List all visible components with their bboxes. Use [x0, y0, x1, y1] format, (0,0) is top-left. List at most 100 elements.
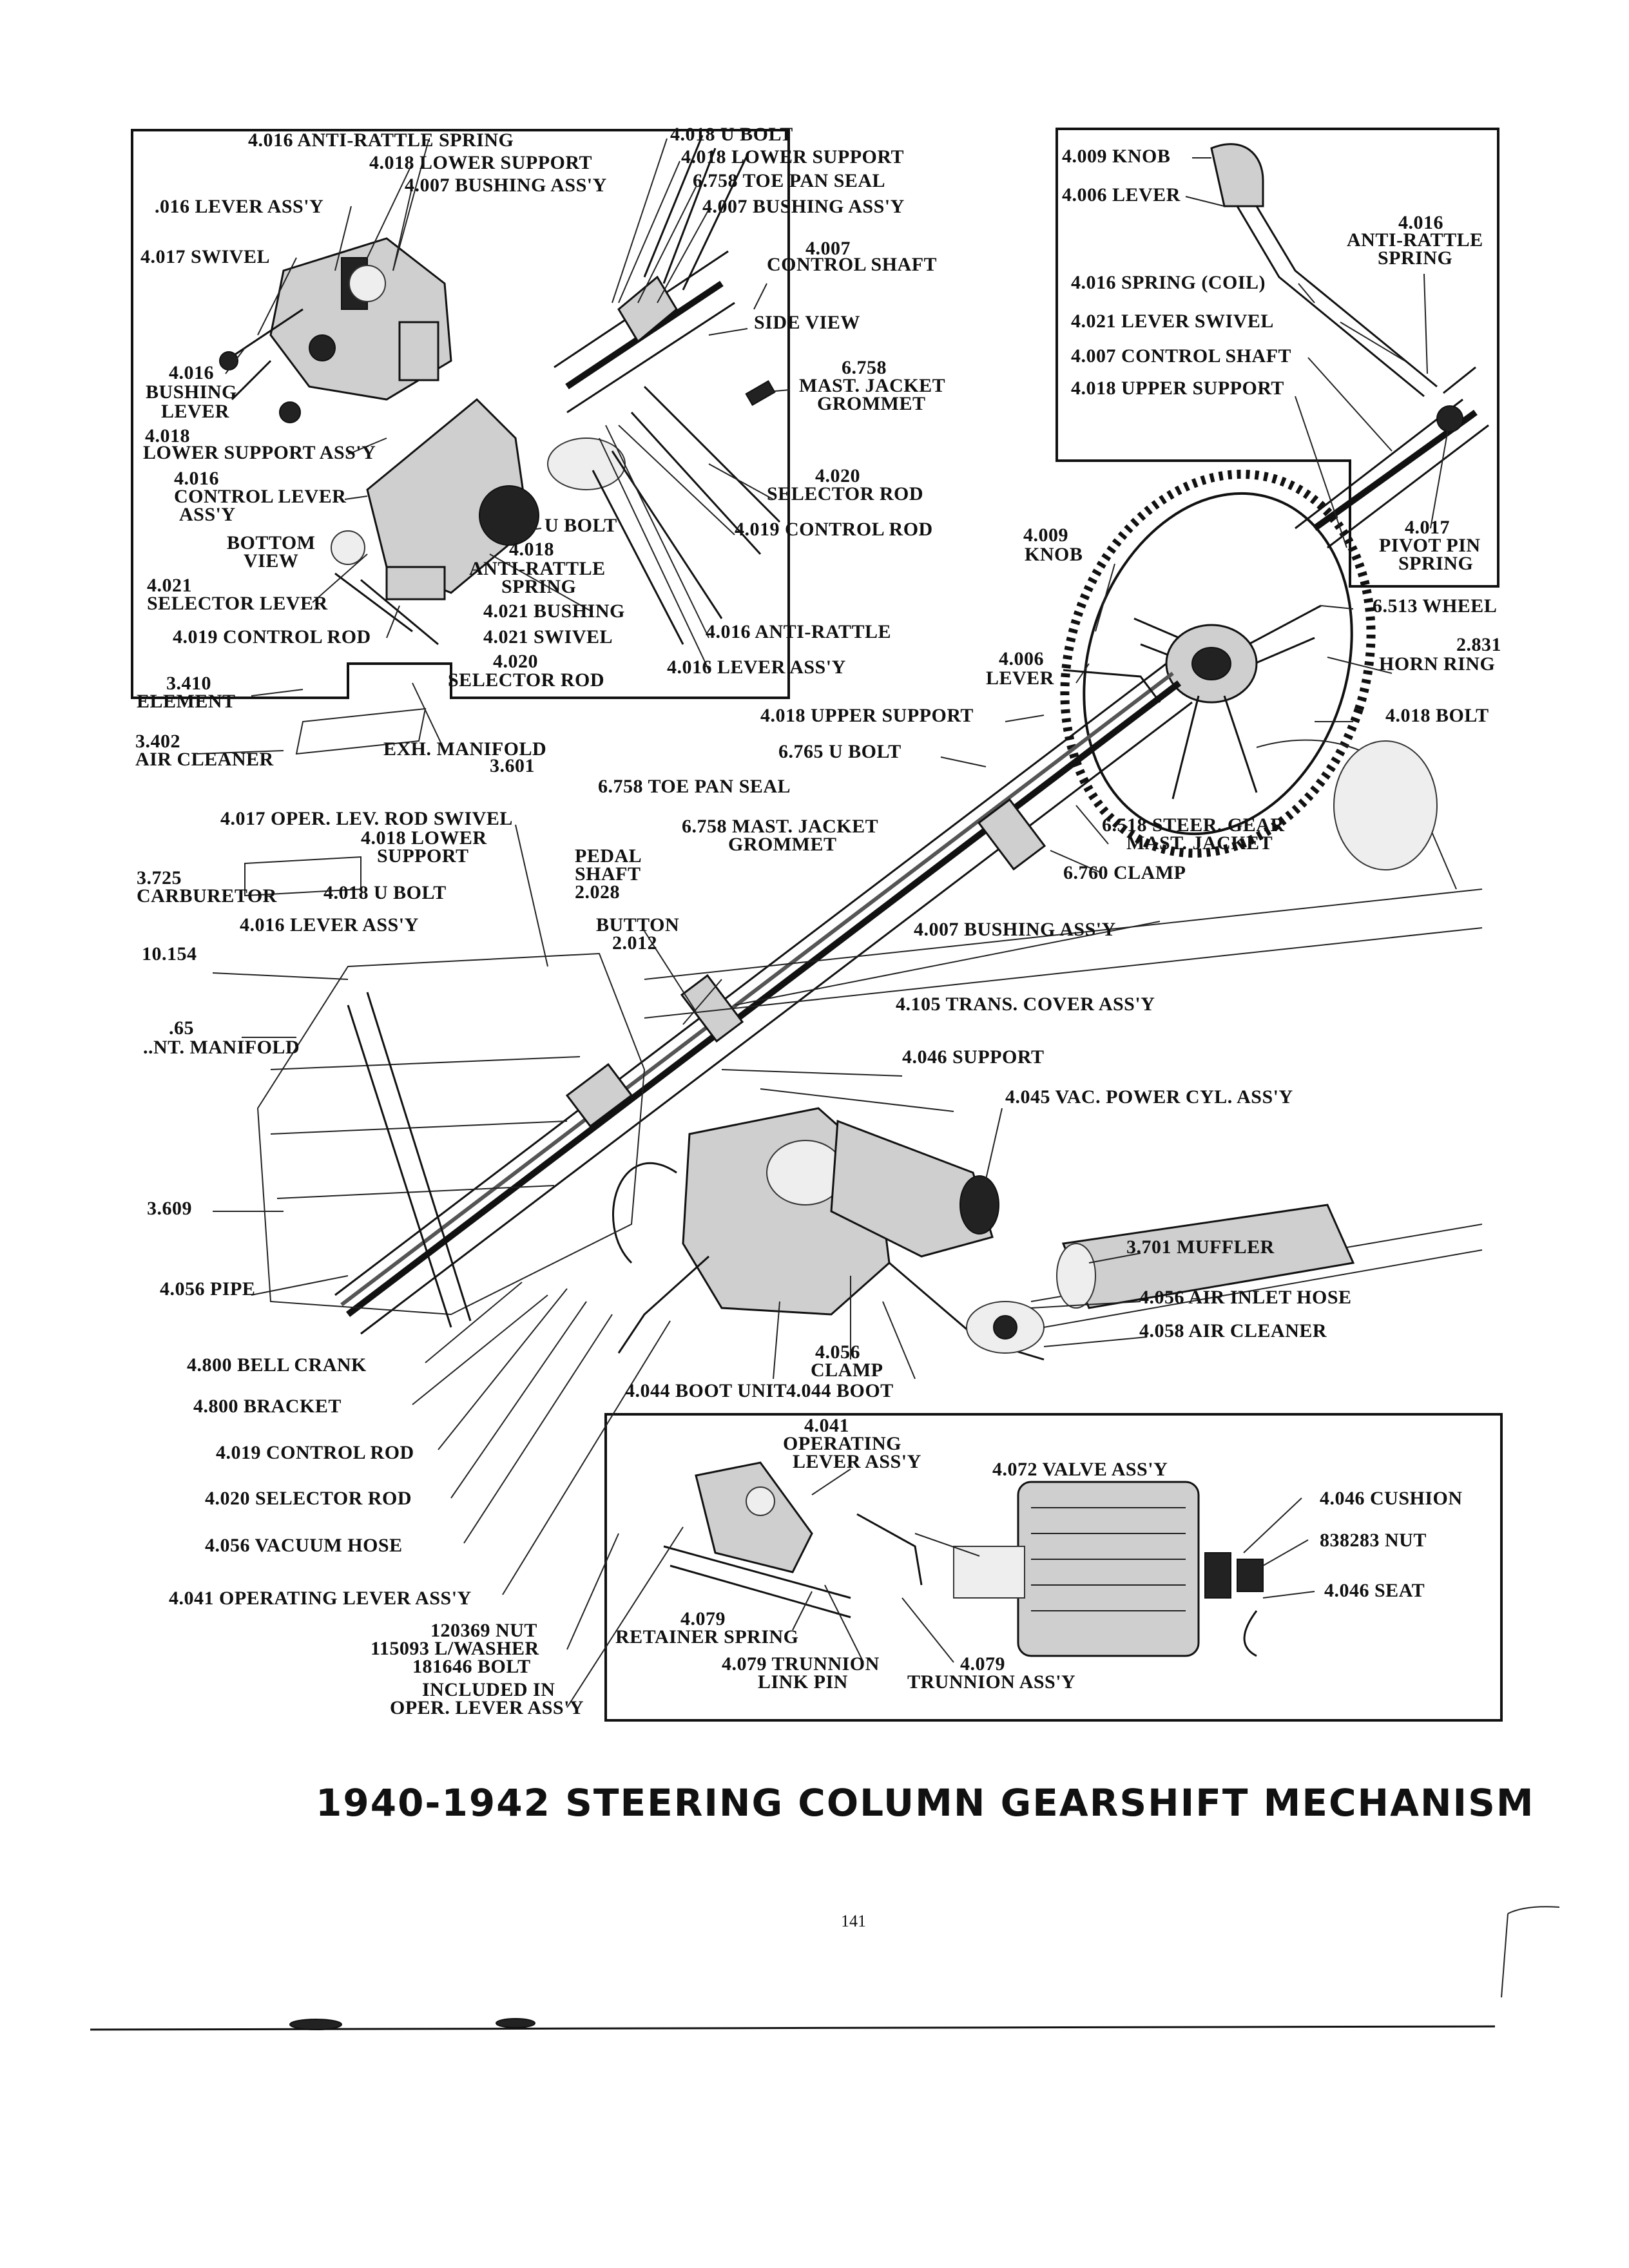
label: 4.044 BOOT: [786, 1380, 894, 1401]
label: 4.041: [804, 1415, 849, 1436]
label: PEDAL: [575, 845, 642, 867]
label: 4.016 LEVER ASS'Y: [667, 657, 846, 678]
label: CLAMP: [811, 1360, 883, 1381]
label: 6.758 TOE PAN SEAL: [693, 170, 885, 191]
label: LEVER: [986, 668, 1054, 689]
label: 4.018 LOWER: [361, 827, 487, 849]
label: 4.018 LOWER SUPPORT: [369, 152, 592, 173]
label: 4.020: [815, 465, 860, 486]
label: 838283 NUT: [1320, 1530, 1427, 1551]
inset-top-left-labels: 4.016 ANTI-RATTLE SPRING 4.018 LOWER SUP…: [140, 124, 945, 691]
label: 4.016 SPRING (COIL): [1071, 272, 1266, 293]
label: 6.518 STEER. GEAR: [1102, 814, 1285, 836]
label: 120369 NUT: [430, 1620, 537, 1641]
label: .016 LEVER ASS'Y: [155, 196, 323, 217]
label: 4.007: [805, 238, 851, 259]
label: 4.016: [169, 362, 214, 383]
label: 6.760 CLAMP: [1063, 862, 1186, 883]
page-title: 1940-1942 STEERING COLUMN GEARSHIFT MECH…: [316, 1781, 1535, 1825]
label: 4.079: [960, 1653, 1005, 1675]
label: 4.018 U BOLT: [323, 882, 447, 903]
label: 4.058 AIR CLEANER: [1139, 1320, 1327, 1341]
label: ANTI-RATTLE: [469, 558, 606, 579]
label: 3.701 MUFFLER: [1126, 1236, 1275, 1258]
label: SPRING: [1398, 553, 1473, 574]
label: RETAINER SPRING: [615, 1626, 799, 1648]
label: 4.017: [1405, 517, 1450, 538]
label: 4.007 BUSHING ASS'Y: [914, 919, 1116, 940]
label: 4.044 BOOT UNIT: [625, 1380, 787, 1401]
label: BUTTON: [596, 914, 679, 936]
label: 6.758 TOE PAN SEAL: [598, 776, 791, 797]
label: 4.019 CONTROL ROD: [216, 1442, 414, 1463]
label: PIVOT PIN: [1379, 535, 1481, 556]
main-labels: 4.009 KNOB 6.513 WHEEL 2.831 HORN RING 4…: [135, 524, 1501, 1718]
label: HORN RING: [1379, 653, 1495, 675]
steering-column: [334, 662, 1193, 1335]
label: 4.021 LEVER SWIVEL: [1071, 311, 1274, 332]
label: 4.072 VALVE ASS'Y: [992, 1459, 1168, 1480]
label: 4.007 BUSHING ASS'Y: [405, 175, 607, 196]
label: SPRING: [1378, 247, 1452, 269]
label: 4.056 VACUUM HOSE: [205, 1535, 403, 1556]
label: LINK PIN: [758, 1671, 848, 1693]
label: SPRING: [501, 576, 576, 597]
label: SIDE VIEW: [754, 312, 860, 333]
label: INCLUDED IN: [422, 1679, 555, 1700]
inset-bottom-frame: [604, 1413, 1503, 1722]
shift-lever-detail: [1210, 143, 1489, 549]
label: 4.021 BUSHING: [483, 601, 625, 622]
label: 3.725: [137, 867, 182, 889]
label: 4.009 KNOB: [1062, 146, 1170, 167]
label: 115093 L/WASHER: [371, 1638, 539, 1659]
label: OPER. LEVER ASS'Y: [390, 1697, 584, 1718]
label: EXH. MANIFOLD: [383, 738, 546, 760]
label: 4.021: [147, 575, 192, 596]
label: AIR CLEANER: [135, 749, 274, 770]
label: 4.018: [145, 425, 190, 447]
label: 3.402: [135, 731, 180, 752]
label: KNOB: [1025, 544, 1083, 565]
label: SELECTOR ROD: [448, 669, 604, 691]
inset-top-left-frame: [131, 129, 790, 699]
label: SELECTOR ROD: [767, 483, 923, 505]
label: 4.018 LOWER SUPPORT: [681, 146, 904, 168]
label: 4.016 ANTI-RATTLE: [706, 621, 891, 642]
label: BOTTOM: [227, 532, 315, 553]
label: 6.765 U BOLT: [778, 741, 901, 762]
label: 6.758: [842, 357, 887, 378]
label: 4.079 TRUNNION: [722, 1653, 880, 1675]
label: 4.056 PIPE: [160, 1278, 255, 1300]
inset-top-right-labels: 4.009 KNOB 4.006 LEVER 4.016 ANTI-RATTLE…: [1062, 146, 1483, 574]
label: U BOLT: [545, 515, 617, 536]
label: OPERATING: [783, 1433, 901, 1454]
label: ANTI-RATTLE: [1347, 229, 1483, 251]
label: 4.045 VAC. POWER CYL. ASS'Y: [1005, 1086, 1293, 1108]
label: VIEW: [244, 550, 298, 572]
label: 2.028: [575, 881, 620, 903]
inset-top-right-frame: [1055, 128, 1499, 588]
label: 3.601: [490, 755, 535, 776]
label: ASS'Y: [179, 504, 236, 525]
label: LEVER: [161, 401, 229, 422]
scan-artifacts: [90, 1906, 1560, 2031]
label: ELEMENT: [137, 691, 236, 712]
label: 4.007 BUSHING ASS'Y: [702, 196, 905, 217]
label: 4.046 SEAT: [1324, 1580, 1425, 1601]
inset-bottom-labels: 4.041 OPERATING LEVER ASS'Y 4.072 VALVE …: [615, 1415, 1463, 1693]
page-number: 141: [841, 1912, 866, 1930]
label: 4.006 LEVER: [1062, 184, 1181, 206]
label: 4.009: [1023, 524, 1068, 546]
label: 4.046 CUSHION: [1320, 1488, 1463, 1509]
label: 4.019 CONTROL ROD: [735, 519, 933, 540]
label: 4.056 AIR INLET HOSE: [1139, 1287, 1352, 1308]
label: CARBURETOR: [137, 885, 277, 907]
label: LEVER ASS'Y: [793, 1451, 921, 1472]
label: 6.513 WHEEL: [1373, 595, 1497, 617]
label: 10.154: [142, 943, 197, 965]
valve-assembly-detail: [663, 1461, 1264, 1657]
label: 4.021 SWIVEL: [483, 626, 613, 648]
label: .65: [169, 1017, 194, 1039]
